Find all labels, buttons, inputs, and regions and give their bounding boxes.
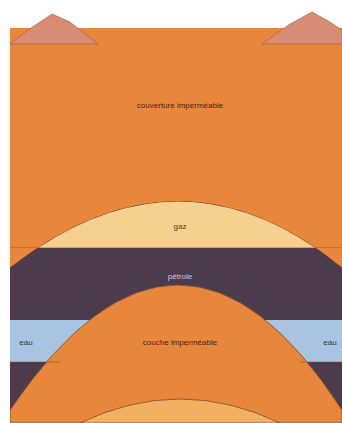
hill xyxy=(262,12,342,44)
layer-label: pétrole xyxy=(168,273,192,281)
gas-cap xyxy=(10,202,342,249)
water-label: eau xyxy=(323,339,336,347)
impermeable-arch xyxy=(10,285,342,423)
layer-label: couverture imperméable xyxy=(137,102,223,110)
cover-layer xyxy=(10,28,342,423)
water-label: eau xyxy=(19,339,32,347)
deep-layer xyxy=(80,399,280,423)
oil-layer xyxy=(10,202,342,423)
hill xyxy=(10,14,98,44)
layer-label: gaz xyxy=(174,223,187,231)
layer-label: couche imperméable xyxy=(143,339,217,347)
